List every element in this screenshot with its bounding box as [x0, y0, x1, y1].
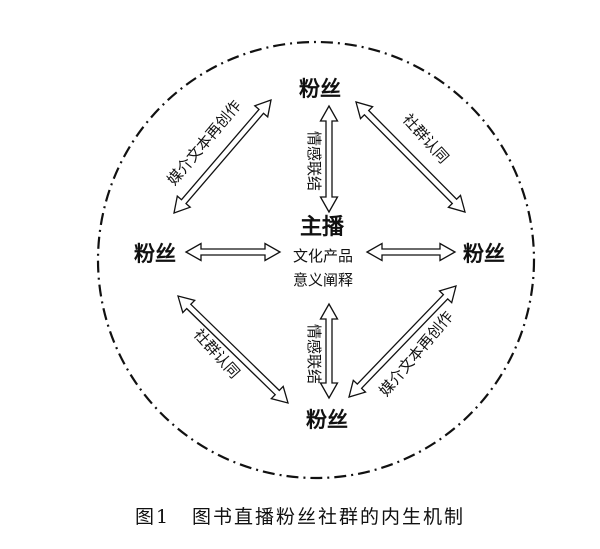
- edge-label-top-vertical: 情感联结: [305, 131, 323, 191]
- arrow-right-horizontal: [365, 242, 457, 262]
- arrows-group: [173, 99, 466, 404]
- arrow-top-left-diagonal: [173, 99, 272, 214]
- community-boundary-circle: [96, 40, 536, 480]
- arrow-top-right-diagonal: [355, 101, 466, 213]
- arrow-top-vertical: [319, 104, 339, 214]
- arrow-left-horizontal: [184, 242, 282, 262]
- anchor-title: 主播: [300, 215, 345, 240]
- fan-node-top: 粉丝: [299, 77, 341, 101]
- arrow-bottom-left-diagonal: [177, 295, 289, 404]
- figure-caption: 图1 图书直播粉丝社群的内生机制: [0, 502, 600, 529]
- edge-label-bottom-vertical: 情感联结: [305, 324, 323, 384]
- fan-node-right: 粉丝: [463, 242, 505, 266]
- figure-title: 图书直播粉丝社群的内生机制: [192, 506, 466, 528]
- center-line-1: 文化产品: [293, 247, 353, 265]
- fan-node-bottom: 粉丝: [306, 408, 348, 432]
- arrow-bottom-right-diagonal: [348, 285, 457, 398]
- figure-number: 图1: [134, 506, 171, 528]
- center-line-2: 意义阐释: [293, 271, 353, 289]
- fan-node-left: 粉丝: [134, 242, 176, 266]
- arrow-bottom-vertical: [319, 302, 339, 400]
